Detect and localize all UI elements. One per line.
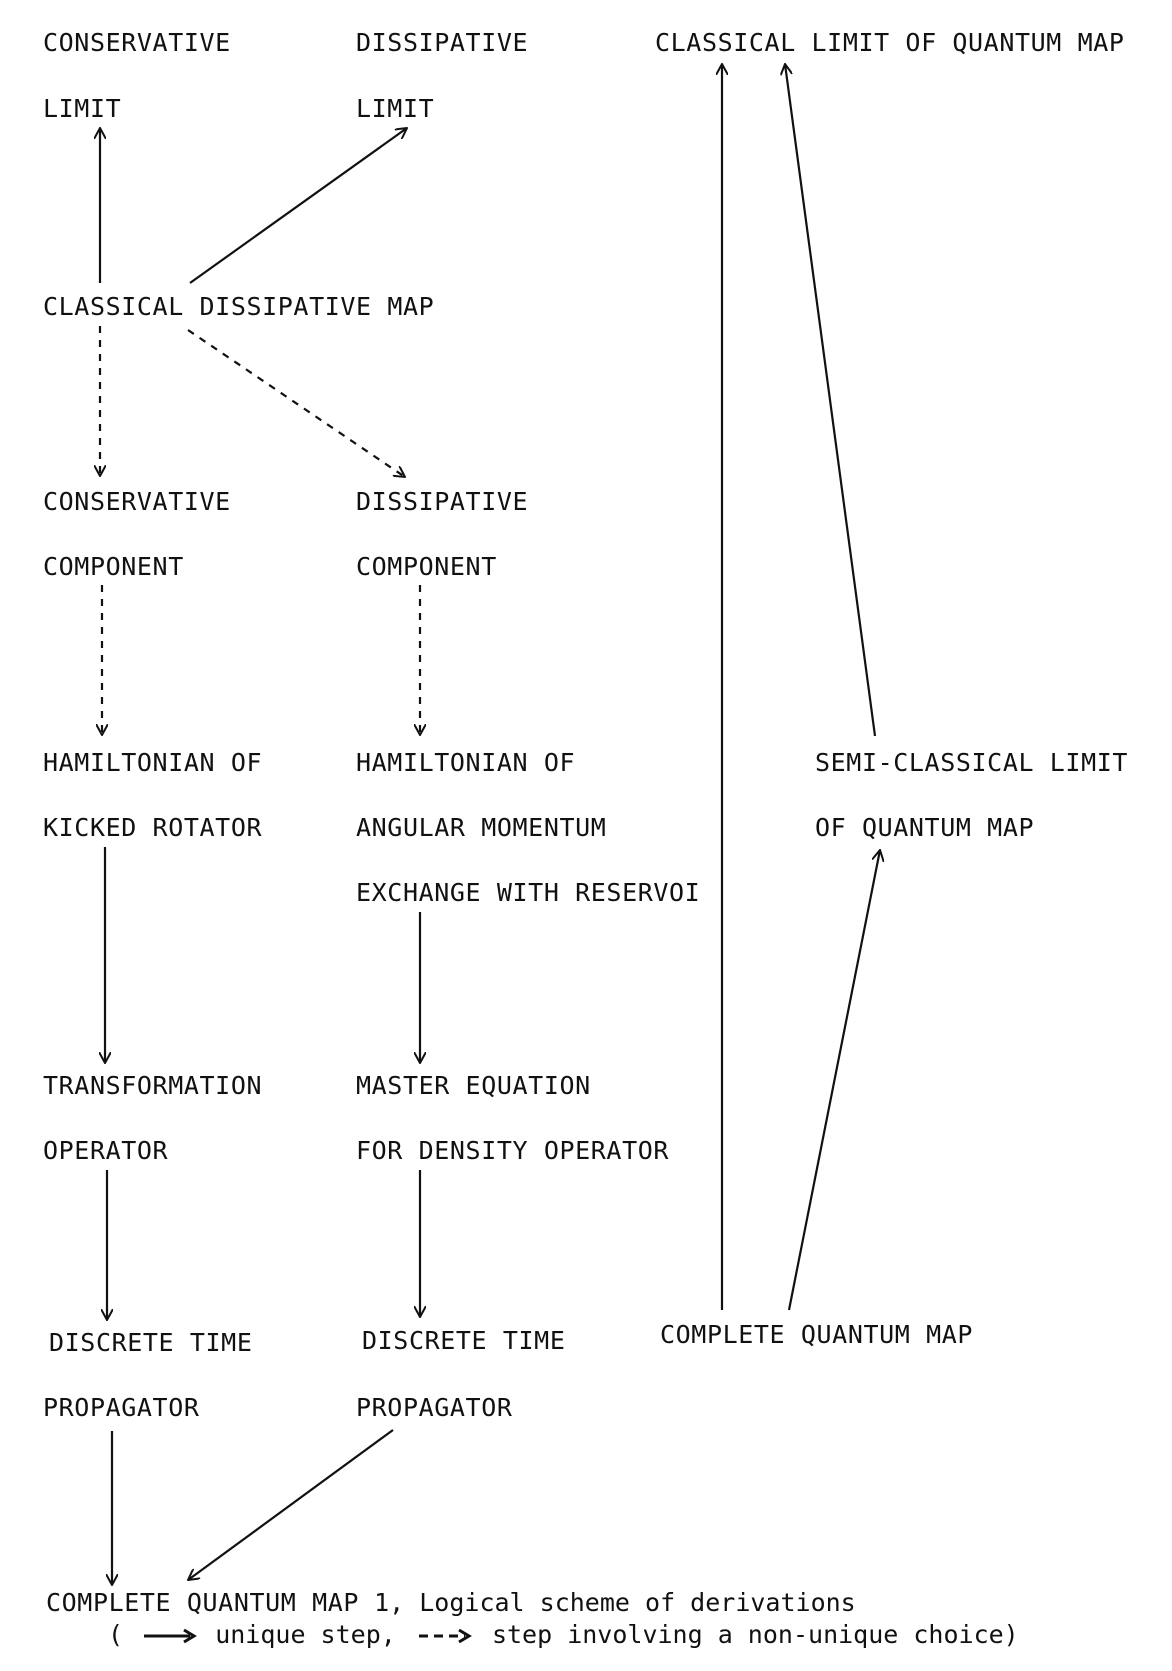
caption-text-1: 1, Logical scheme of derivations bbox=[374, 1588, 856, 1617]
caption-line-2: ( unique step, step involving a non-uniq… bbox=[108, 1622, 1019, 1647]
node-dtp-right-line1: DISCRETE TIME bbox=[362, 1326, 566, 1355]
node-dtp-left-line2: PROPAGATOR bbox=[43, 1393, 200, 1422]
node-transformation-line2: OPERATOR bbox=[43, 1136, 169, 1165]
node-transformation-line1: TRANSFORMATION bbox=[43, 1071, 263, 1100]
node-complete-quantum-map-right: COMPLETE QUANTUM MAP bbox=[660, 1320, 974, 1349]
node-ham-angular-line3: EXCHANGE WITH RESERVOI bbox=[356, 878, 701, 907]
arrow-semi-classical-to-classical-limit bbox=[785, 64, 877, 737]
legend-solid-arrow-icon bbox=[144, 1628, 198, 1644]
arrow-cdm-to-dissipative-limit bbox=[189, 128, 407, 284]
node-conservative-component-line1: CONSERVATIVE bbox=[43, 487, 231, 516]
node-conservative-limit-line1: CONSERVATIVE bbox=[43, 28, 231, 57]
caption-line-1: COMPLETE QUANTUM MAP 1, Logical scheme o… bbox=[46, 1590, 856, 1615]
node-conservative-component-line2: COMPONENT bbox=[43, 552, 184, 581]
node-dtp-left-line1: DISCRETE TIME bbox=[49, 1328, 253, 1357]
node-master-eq-line1: MASTER EQUATION bbox=[356, 1071, 591, 1100]
node-classical-dissipative-map: CLASSICAL DISSIPATIVE MAP bbox=[43, 292, 435, 321]
node-ham-angular-line2: ANGULAR MOMENTUM bbox=[356, 813, 607, 842]
node-ham-angular-line1: HAMILTONIAN OF bbox=[356, 748, 576, 777]
node-dtp-right-line2: PROPAGATOR bbox=[356, 1393, 513, 1422]
node-dissipative-component-line2: COMPONENT bbox=[356, 552, 497, 581]
node-conservative-limit-line2: LIMIT bbox=[43, 94, 122, 123]
caption-open-paren: ( bbox=[108, 1620, 124, 1649]
node-ham-kicked-line1: HAMILTONIAN OF bbox=[43, 748, 263, 777]
node-semi-classical-line1: SEMI-CLASSICAL LIMIT bbox=[815, 748, 1129, 777]
node-ham-kicked-line2: KICKED ROTATOR bbox=[43, 813, 263, 842]
arrow-dtp-right-to-cqm-bottom bbox=[188, 1429, 394, 1580]
node-semi-classical-line2: OF QUANTUM MAP bbox=[815, 813, 1035, 842]
legend-dashed-arrow-icon bbox=[418, 1628, 472, 1644]
caption-unique-step: unique step, bbox=[215, 1620, 396, 1649]
node-dissipative-component-line1: DISSIPATIVE bbox=[356, 487, 529, 516]
node-complete-quantum-map-bottom: COMPLETE QUANTUM MAP bbox=[46, 1588, 360, 1617]
node-master-eq-line2: FOR DENSITY OPERATOR bbox=[356, 1136, 670, 1165]
caption-nonunique-step: step involving a non-unique choice) bbox=[491, 1620, 1019, 1649]
node-classical-limit-of-quantum-map: CLASSICAL LIMIT OF QUANTUM MAP bbox=[655, 28, 1125, 57]
node-dissipative-limit-line1: DISSIPATIVE bbox=[356, 28, 529, 57]
arrow-cdm-to-dissipative-component bbox=[187, 329, 405, 477]
node-dissipative-limit-line2: LIMIT bbox=[356, 94, 435, 123]
arrow-cqm-right-to-semi-classical bbox=[787, 850, 880, 1311]
